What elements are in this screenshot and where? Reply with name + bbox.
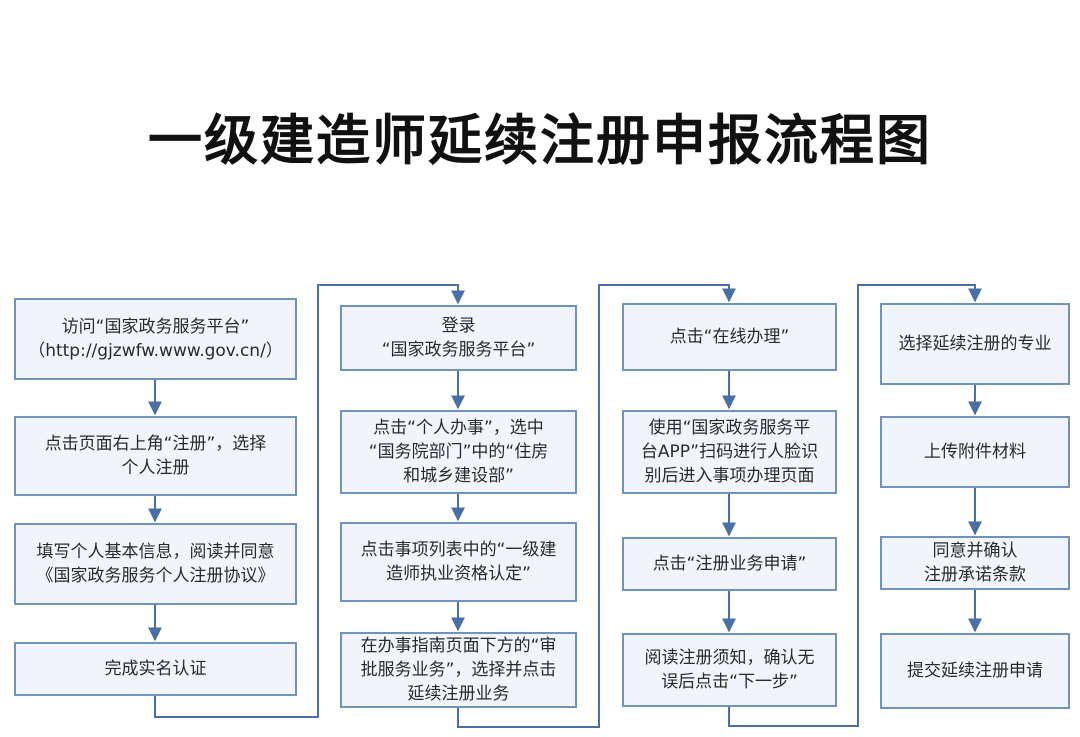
step-4-4: 提交延续注册申请	[880, 633, 1070, 709]
step-2-4: 在办事指南页面下方的“审 批服务业务”，选择并点击 延续注册业务	[340, 632, 577, 708]
arrow-col3-to-col4	[728, 284, 982, 727]
step-1-4: 完成实名认证	[14, 642, 297, 696]
page-title: 一级建造师延续注册申报流程图	[148, 108, 932, 172]
step-2-1: 登录 “国家政务服务平台”	[340, 305, 577, 371]
step-1-2: 点击页面右上角“注册”，选择 个人注册	[14, 416, 297, 496]
step-3-1: 点击“在线办理”	[622, 303, 837, 371]
step-4-2: 上传附件材料	[880, 416, 1070, 488]
step-3-4: 阅读注册须知，确认无 误后点击“下一步”	[622, 633, 837, 707]
step-3-3: 点击“注册业务申请”	[622, 537, 837, 591]
arrow-col1-to-col2	[154, 284, 465, 718]
step-2-3: 点击事项列表中的“一级建 造师执业资格认定”	[340, 522, 577, 602]
step-2-2: 点击“个人办事”，选中 “国务院部门”中的“住房 和城乡建设部”	[340, 410, 577, 494]
step-4-1: 选择延续注册的专业	[880, 303, 1070, 385]
step-3-2: 使用“国家政务服务平 台APP”扫码进行人脸识 别后进入事项办理页面	[622, 410, 837, 494]
step-1-3: 填写个人基本信息，阅读并同意 《国家政务服务个人注册协议》	[14, 523, 297, 605]
step-4-3: 同意并确认 注册承诺条款	[880, 536, 1070, 590]
step-1-1: 访问“国家政务服务平台” （http://gjzwfw.www.gov.cn/）	[14, 298, 297, 380]
arrow-col2-to-col3	[457, 284, 736, 728]
